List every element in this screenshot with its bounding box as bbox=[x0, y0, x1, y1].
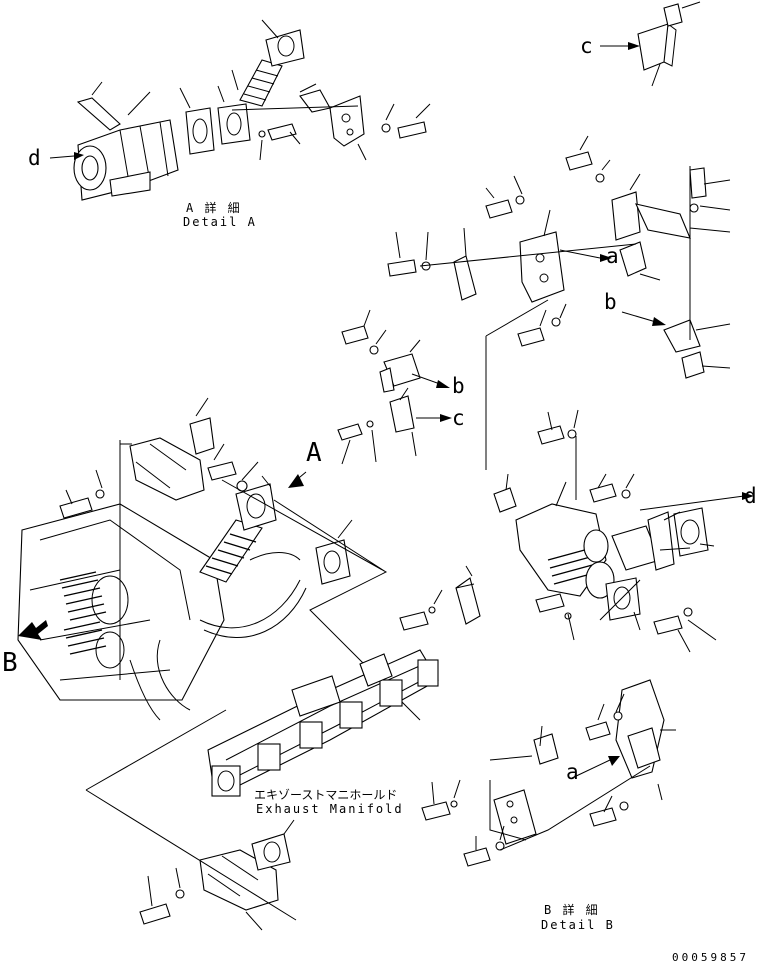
label-b-upper: b bbox=[604, 290, 617, 314]
caption-detail-a-jp: A 詳 細 bbox=[186, 201, 242, 215]
label-d-upper: d bbox=[28, 146, 41, 170]
bracket-a-b-details bbox=[387, 135, 731, 470]
label-d-lower: d bbox=[744, 484, 757, 508]
engine-assembly bbox=[17, 397, 421, 721]
egr-valve-lower bbox=[85, 709, 297, 931]
detail-b-assembly bbox=[399, 409, 754, 653]
label-c-upper: c bbox=[580, 34, 593, 58]
detail-b-lower-bracket bbox=[421, 679, 676, 867]
caption-detail-b-jp: B 詳 細 bbox=[544, 903, 600, 917]
caption-detail-b-en: Detail B bbox=[541, 918, 615, 932]
label-a-lower: a bbox=[566, 760, 579, 784]
detail-a-assembly bbox=[49, 19, 431, 201]
label-arrow-b: B bbox=[2, 648, 18, 678]
caption-manifold-jp: エキゾーストマニホールド bbox=[254, 788, 398, 802]
caption-manifold-en: Exhaust Manifold bbox=[256, 802, 404, 816]
document-number: 00059857 bbox=[672, 951, 749, 964]
bracket-c-detail bbox=[600, 1, 701, 87]
bracket-b-c-small bbox=[337, 309, 452, 465]
label-c-lower: c bbox=[452, 406, 465, 430]
label-a-upper: a bbox=[606, 244, 619, 268]
label-b-lower: b bbox=[452, 374, 465, 398]
label-arrow-a: A bbox=[306, 438, 322, 468]
caption-detail-a-en: Detail A bbox=[183, 215, 257, 229]
exhaust-manifold bbox=[207, 649, 439, 797]
